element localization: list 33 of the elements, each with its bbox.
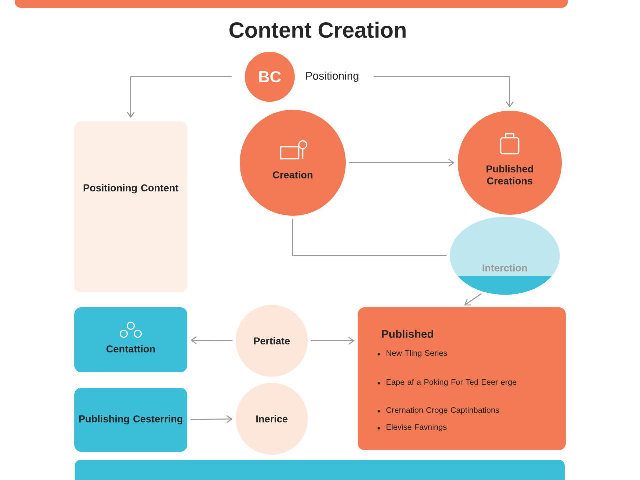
node-label: Positioning Content [84, 184, 179, 194]
title: Content Creation [230, 22, 406, 38]
arrow [190, 336, 234, 344]
process-box [74, 388, 188, 452]
result-panel [358, 308, 566, 450]
node-label: Creation [273, 171, 313, 179]
bullet-item: Eape af a Poking For Ted Eeer erge [386, 379, 517, 387]
arrow [373, 76, 514, 108]
node-label: Pertiate [254, 337, 290, 345]
badge-circle [245, 52, 359, 102]
content-box [74, 122, 188, 292]
process-box [74, 308, 188, 372]
side-label: Positioning [306, 72, 359, 82]
node-label: Published Creations [486, 165, 534, 185]
arrow [464, 293, 482, 306]
process-circle [236, 305, 308, 377]
bullet-item: Elevise Favnings [386, 424, 447, 432]
node-label: BC [260, 71, 282, 83]
panel-heading: Published [382, 330, 434, 338]
node-label: Centattion [106, 345, 156, 353]
arrow [190, 415, 233, 424]
arrow [310, 337, 355, 345]
arrow [348, 159, 455, 167]
bullet-item: Crernation Croge Captinbations [386, 407, 500, 415]
process-circle [458, 111, 562, 215]
process-ellipse [450, 217, 560, 295]
node-label: Interction [482, 264, 528, 272]
node-label: Inerice [256, 415, 288, 423]
process-circle [236, 383, 308, 455]
bullet-item: New Tling Series [386, 350, 448, 358]
node-label: Publishing Cesterring [79, 415, 183, 425]
arrow [127, 76, 232, 118]
process-circle [240, 110, 346, 216]
